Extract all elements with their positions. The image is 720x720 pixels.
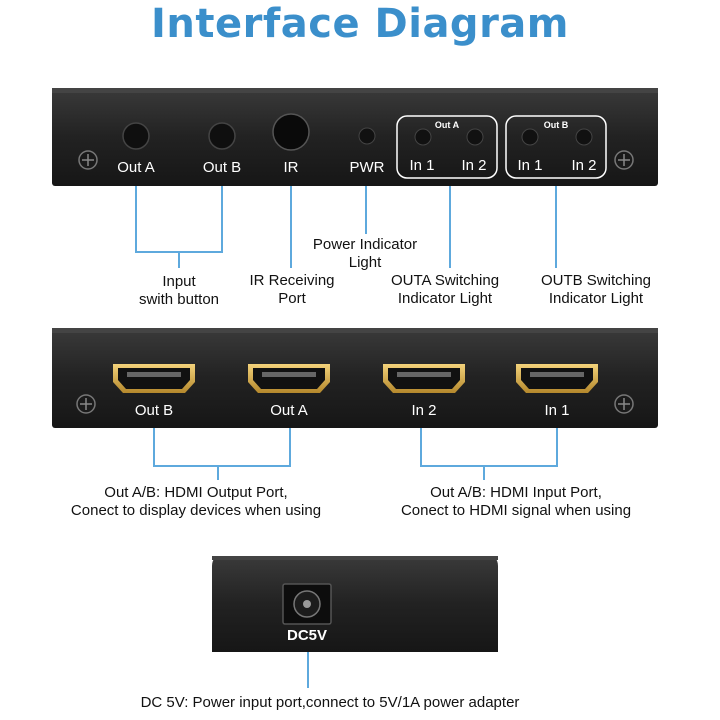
- out-a-in1-light: [414, 128, 432, 146]
- front-label-out-a: Out A: [117, 159, 155, 176]
- callout-input-switch-2: swith button: [138, 291, 220, 308]
- hdmi-port-in-2[interactable]: [383, 364, 465, 393]
- front-label-group-a: Out A: [434, 120, 460, 130]
- back-panel: [52, 328, 658, 428]
- callout-input-switch-1: Input: [162, 273, 196, 290]
- ir-receiver: [272, 113, 310, 151]
- screw-icon: [78, 150, 98, 170]
- screw-icon: [614, 394, 634, 414]
- callout-hdmi-output-2: Conect to display devices when using: [70, 502, 322, 519]
- hdmi-port-out-b[interactable]: [113, 364, 195, 393]
- hdmi-port-in-1[interactable]: [516, 364, 598, 393]
- callout-outa-light-1: OUTA Switching: [390, 272, 500, 289]
- front-label-a-in1: In 1: [409, 157, 435, 174]
- back-label-out-a: Out A: [270, 402, 308, 419]
- callout-hdmi-input-1: Out A/B: HDMI Input Port,: [430, 484, 602, 501]
- callout-ir-port-2: Port: [278, 290, 306, 307]
- callout-dc-power: DC 5V: Power input port,connect to 5V/1A…: [140, 694, 520, 711]
- callout-ir-port-1: IR Receiving: [249, 272, 335, 289]
- out-b-indicator-group: [505, 115, 607, 179]
- front-label-b-in2: In 2: [571, 157, 597, 174]
- callout-outa-light-2: Indicator Light: [397, 290, 493, 307]
- front-label-out-b: Out B: [202, 159, 242, 176]
- callout-outb-light-1: OUTB Switching: [540, 272, 652, 289]
- callout-power-light-1: Power Indicator: [312, 236, 418, 253]
- callout-hdmi-input-2: Conect to HDMI signal when using: [400, 502, 632, 519]
- callout-hdmi-output-1: Out A/B: HDMI Output Port,: [104, 484, 288, 501]
- back-label-in-1: In 1: [544, 402, 570, 419]
- callout-outb-light-2: Indicator Light: [548, 290, 644, 307]
- out-a-indicator-group: [396, 115, 498, 179]
- screw-icon: [76, 394, 96, 414]
- front-label-a-in2: In 2: [461, 157, 487, 174]
- power-indicator-light: [358, 127, 376, 145]
- page-title: Interface Diagram: [151, 1, 569, 47]
- screw-icon: [614, 150, 634, 170]
- front-label-group-b: Out B: [543, 120, 569, 130]
- front-label-ir: IR: [283, 159, 299, 176]
- out-b-button[interactable]: [208, 122, 236, 150]
- side-label-dc5v: DC5V: [286, 627, 327, 644]
- out-b-in2-light: [575, 128, 593, 146]
- front-panel: [52, 88, 658, 186]
- front-label-b-in1: In 1: [517, 157, 543, 174]
- back-label-in-2: In 2: [411, 402, 437, 419]
- out-b-in1-light: [521, 128, 539, 146]
- side-panel: [212, 556, 498, 652]
- hdmi-port-out-a[interactable]: [248, 364, 330, 393]
- dc-power-jack[interactable]: [282, 583, 332, 625]
- leader-lines: [135, 186, 558, 688]
- back-label-out-b: Out B: [134, 402, 174, 419]
- callout-power-light-2: Light: [348, 254, 382, 271]
- out-a-button[interactable]: [122, 122, 150, 150]
- front-label-pwr: PWR: [349, 159, 385, 176]
- out-a-in2-light: [466, 128, 484, 146]
